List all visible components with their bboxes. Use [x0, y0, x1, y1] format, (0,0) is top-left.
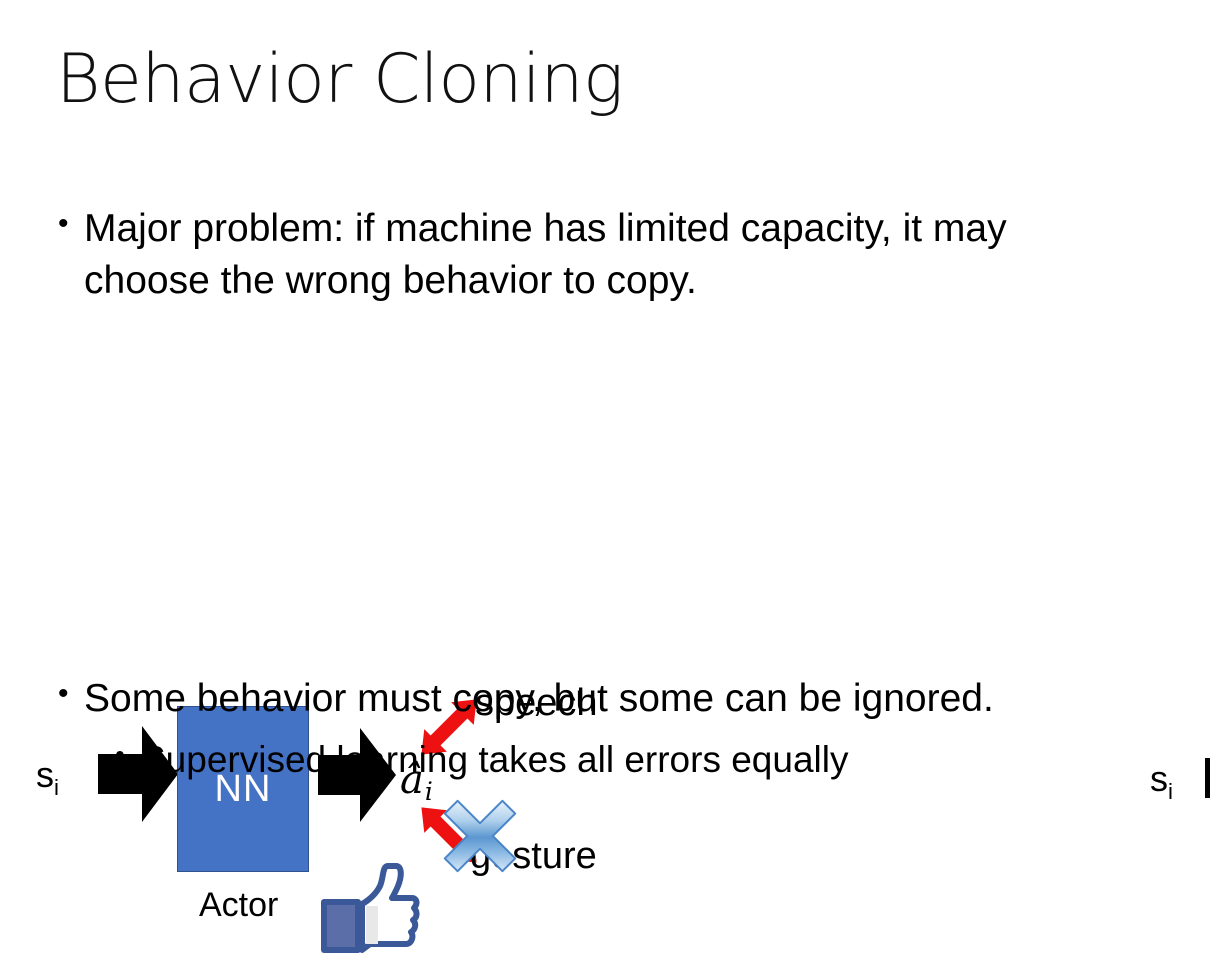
- bullet-major-problem: • Major problem: if machine has limited …: [58, 203, 1128, 307]
- diagram-left: si NN Actor âi speech: [0, 330, 620, 953]
- input-state-label-left: si: [36, 754, 59, 801]
- bullet-text: Major problem: if machine has limited ca…: [84, 207, 1007, 302]
- bullet-marker: •: [58, 677, 69, 710]
- bullet-marker: •: [115, 739, 125, 770]
- nn-box-label: NN: [214, 767, 272, 810]
- cross-out-gesture-icon-left: [443, 799, 517, 873]
- input-arrow-left: [98, 726, 178, 822]
- branch-label-speech-left: speech: [475, 682, 598, 724]
- thumbs-up-icon: [321, 863, 420, 953]
- bullet-some-behavior: • Some behavior must copy, but some can …: [58, 673, 1158, 725]
- nn-box-left: NN: [177, 706, 309, 872]
- output-arrow-left: [318, 728, 396, 822]
- bullet-text: Supervised learning takes all errors equ…: [141, 739, 849, 780]
- page-title: Behavior Cloning: [56, 40, 624, 119]
- bullet-marker: •: [58, 207, 69, 240]
- bullet-text: Some behavior must copy, but some can be…: [84, 677, 994, 720]
- diagram-right: si NN Actor âi speech: [560, 330, 1210, 804]
- input-arrow-right: [1205, 758, 1210, 798]
- bullet-supervised-learning: • Supervised learning takes all errors e…: [115, 735, 1175, 784]
- slide-canvas: Behavior Cloning • Major problem: if mac…: [0, 40, 1210, 953]
- branch-arrow-speech-left: [421, 699, 477, 755]
- output-action-label-left: âi: [400, 757, 433, 806]
- input-state-label-right: si: [1150, 758, 1173, 805]
